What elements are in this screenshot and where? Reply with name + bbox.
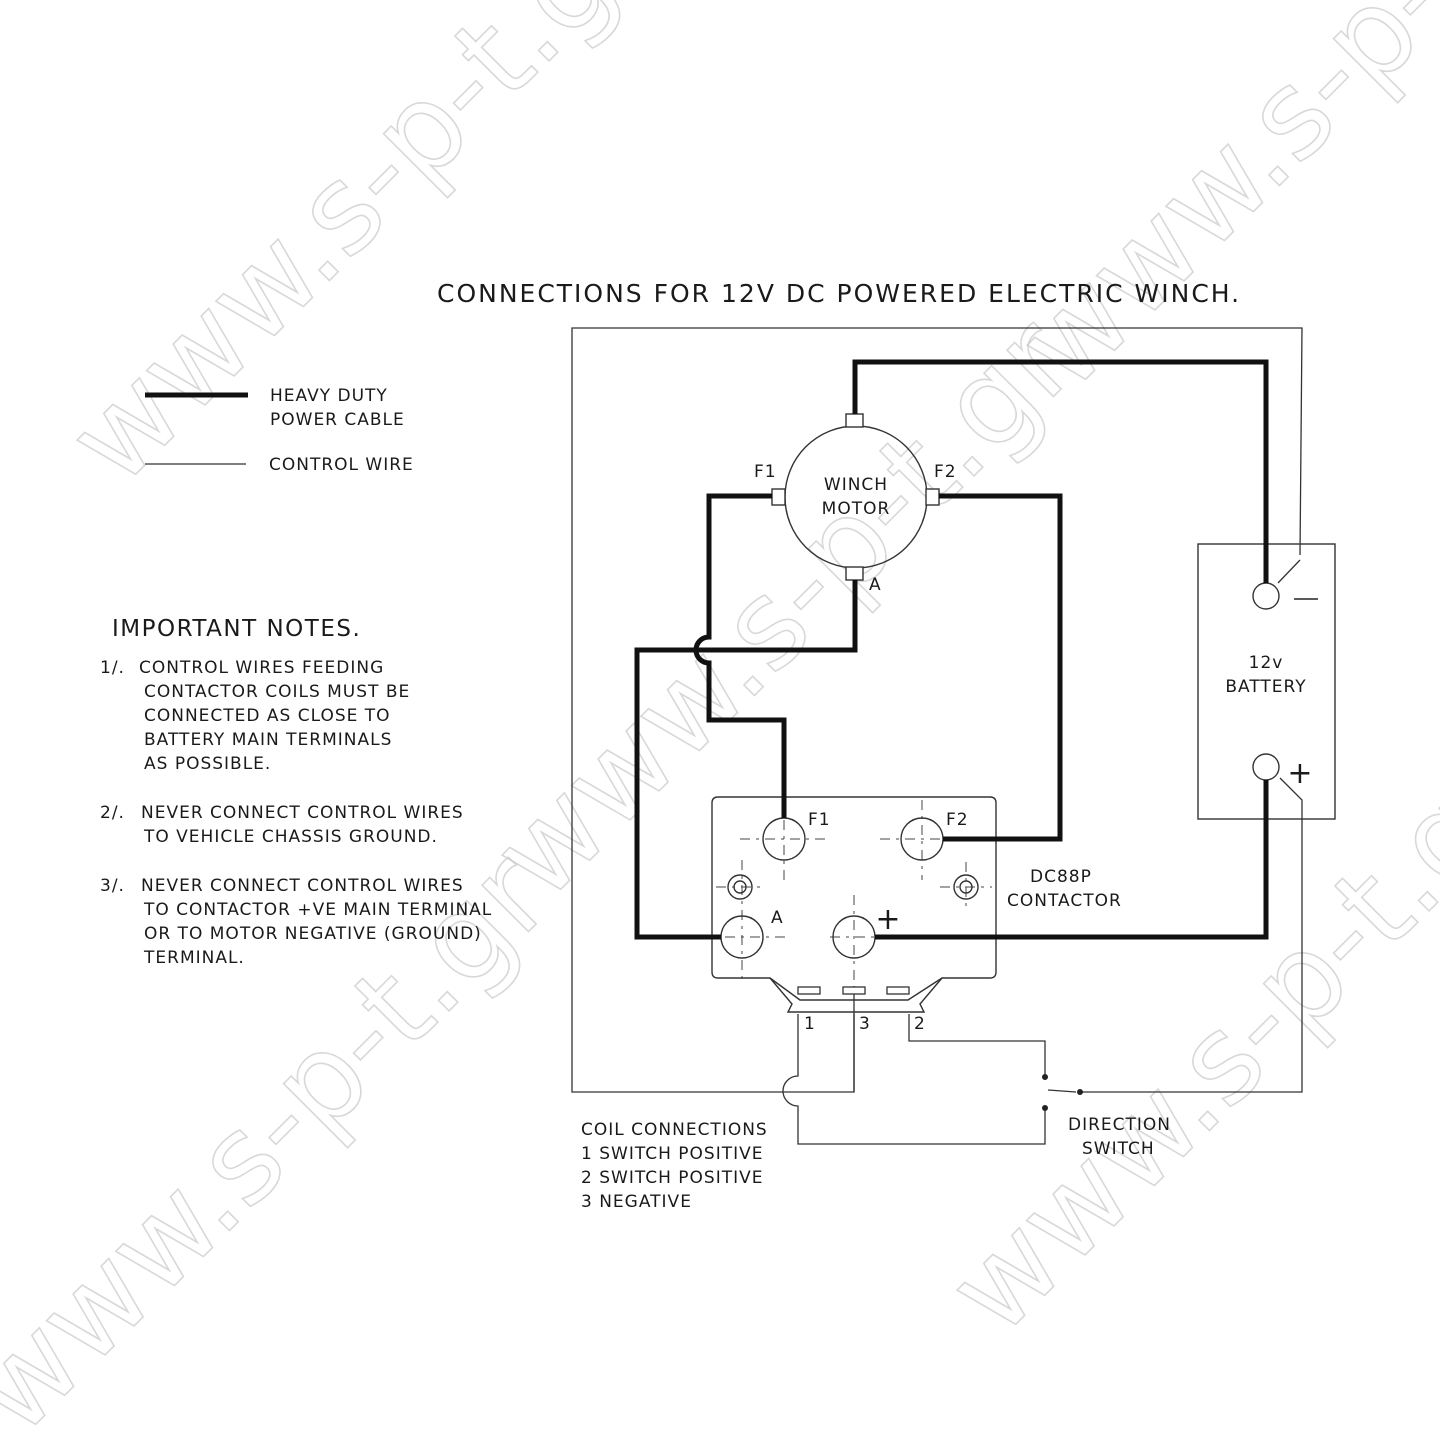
motor-terminal-a bbox=[845, 566, 864, 581]
legend-control-label: CONTROL WIRE bbox=[269, 455, 414, 475]
switch-label-2: SWITCH bbox=[1082, 1139, 1155, 1159]
coil-wire-pin1 bbox=[782, 1014, 1046, 1145]
note-line: CONNECTED AS CLOSE TO bbox=[144, 706, 391, 726]
contactor-body bbox=[711, 796, 997, 1013]
motor-a-label: A bbox=[869, 575, 882, 595]
coil-pin-3 bbox=[842, 986, 866, 995]
legend-heavy-label-1: HEAVY DUTY bbox=[270, 386, 388, 406]
battery: + 12v BATTERY bbox=[1197, 543, 1336, 820]
cable-motor-a-to-contactor-a bbox=[634, 580, 858, 940]
note-line: OR TO MOTOR NEGATIVE (GROUND) bbox=[144, 924, 482, 944]
contactor: F1 F2 A + 1 3 2 DC88P CONTACTOR bbox=[700, 795, 1122, 1034]
battery-positive-sign: + bbox=[1287, 756, 1312, 791]
watermark: www.s-p-t.gr bbox=[467, 291, 1101, 925]
control-wire-battery-negative bbox=[1277, 559, 1301, 584]
mounting-stud bbox=[727, 874, 753, 900]
note-line: TO VEHICLE CHASSIS GROUND. bbox=[143, 827, 438, 847]
battery-label-1: 12v bbox=[1249, 653, 1284, 673]
coil-item: 1 SWITCH POSITIVE bbox=[581, 1144, 763, 1164]
note-line: NEVER CONNECT CONTROL WIRES bbox=[141, 876, 464, 896]
switch-label-1: DIRECTION bbox=[1068, 1115, 1171, 1135]
battery-positive-terminal bbox=[1252, 753, 1280, 781]
legend: HEAVY DUTY POWER CABLE CONTROL WIRE bbox=[145, 386, 414, 475]
contactor-pin2-label: 2 bbox=[914, 1014, 926, 1034]
battery-label-2: BATTERY bbox=[1225, 677, 1306, 697]
coil-wire-pin2 bbox=[908, 1014, 1046, 1075]
note-number: 1/. bbox=[100, 658, 125, 678]
switch-contact bbox=[1077, 1089, 1083, 1095]
contactor-lower-lip bbox=[769, 977, 943, 1001]
note-line: CONTROL WIRES FEEDING bbox=[139, 658, 384, 678]
legend-heavy-label-2: POWER CABLE bbox=[270, 410, 405, 430]
contactor-f1-label: F1 bbox=[808, 810, 831, 830]
mounting-stud bbox=[959, 880, 973, 894]
coil-heading: COIL CONNECTIONS bbox=[581, 1120, 768, 1140]
coil-item: 3 NEGATIVE bbox=[581, 1192, 692, 1212]
contactor-f2-label: F2 bbox=[946, 810, 969, 830]
important-notes: IMPORTANT NOTES. 1/. CONTROL WIRES FEEDI… bbox=[100, 616, 492, 968]
contactor-label-2: CONTACTOR bbox=[1007, 891, 1122, 911]
control-wire-battery-positive bbox=[1080, 777, 1303, 1093]
cable-contactor-positive-to-battery-positive bbox=[875, 780, 1269, 940]
coil-pin-1 bbox=[797, 986, 821, 995]
notes-heading: IMPORTANT NOTES. bbox=[112, 616, 361, 642]
coil-pin-2 bbox=[886, 986, 910, 995]
motor-f2-label: F2 bbox=[934, 462, 957, 482]
note-line: TERMINAL. bbox=[143, 948, 245, 968]
winch-motor: WINCH MOTOR F1 F2 A bbox=[754, 413, 957, 595]
mounting-stud bbox=[953, 874, 979, 900]
contactor-a-label: A bbox=[771, 908, 784, 928]
motor-terminal-top bbox=[845, 413, 864, 428]
cable-motor-to-battery-negative bbox=[852, 359, 1269, 583]
battery-negative-terminal bbox=[1252, 582, 1280, 610]
contactor-label-1: DC88P bbox=[1030, 867, 1092, 887]
contactor-pin3-label: 3 bbox=[859, 1014, 871, 1034]
motor-label-2: MOTOR bbox=[822, 499, 891, 519]
mounting-stud bbox=[733, 880, 747, 894]
note-number: 2/. bbox=[100, 803, 125, 823]
contactor-positive-label: + bbox=[875, 902, 900, 937]
coil-wiring: DIRECTION SWITCH bbox=[782, 1014, 1171, 1159]
switch-arm bbox=[1047, 1089, 1077, 1093]
coil-item: 2 SWITCH POSITIVE bbox=[581, 1168, 763, 1188]
motor-terminal-f1 bbox=[771, 488, 786, 506]
note-line: NEVER CONNECT CONTROL WIRES bbox=[141, 803, 464, 823]
coil-connections: COIL CONNECTIONS 1 SWITCH POSITIVE 2 SWI… bbox=[581, 1120, 768, 1212]
motor-label-1: WINCH bbox=[824, 475, 888, 495]
switch-contact bbox=[1042, 1074, 1048, 1080]
note-line: BATTERY MAIN TERMINALS bbox=[144, 730, 392, 750]
cable-motor-f2-to-contactor-f2 bbox=[939, 493, 1063, 842]
contactor-pin1-label: 1 bbox=[804, 1014, 816, 1034]
watermark: www.s-p-t.gr bbox=[922, 726, 1440, 1360]
watermark: www.s-p-t.gr bbox=[42, 0, 676, 511]
note-line: TO CONTACTOR +VE MAIN TERMINAL bbox=[143, 900, 492, 920]
diagram-title: CONNECTIONS FOR 12V DC POWERED ELECTRIC … bbox=[437, 279, 1241, 308]
note-number: 3/. bbox=[100, 876, 125, 896]
note-line: CONTACTOR COILS MUST BE bbox=[144, 682, 410, 702]
motor-terminal-f2 bbox=[925, 488, 940, 506]
switch-contact bbox=[1042, 1105, 1048, 1111]
motor-f1-label: F1 bbox=[754, 462, 777, 482]
note-line: AS POSSIBLE. bbox=[144, 754, 271, 774]
